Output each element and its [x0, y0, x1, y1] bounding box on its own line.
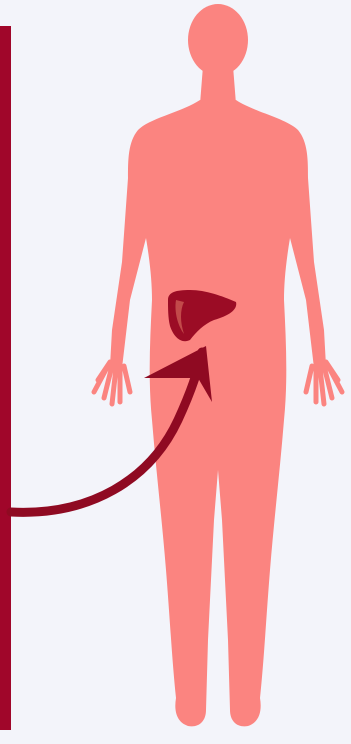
- human-body-icon: [94, 4, 342, 726]
